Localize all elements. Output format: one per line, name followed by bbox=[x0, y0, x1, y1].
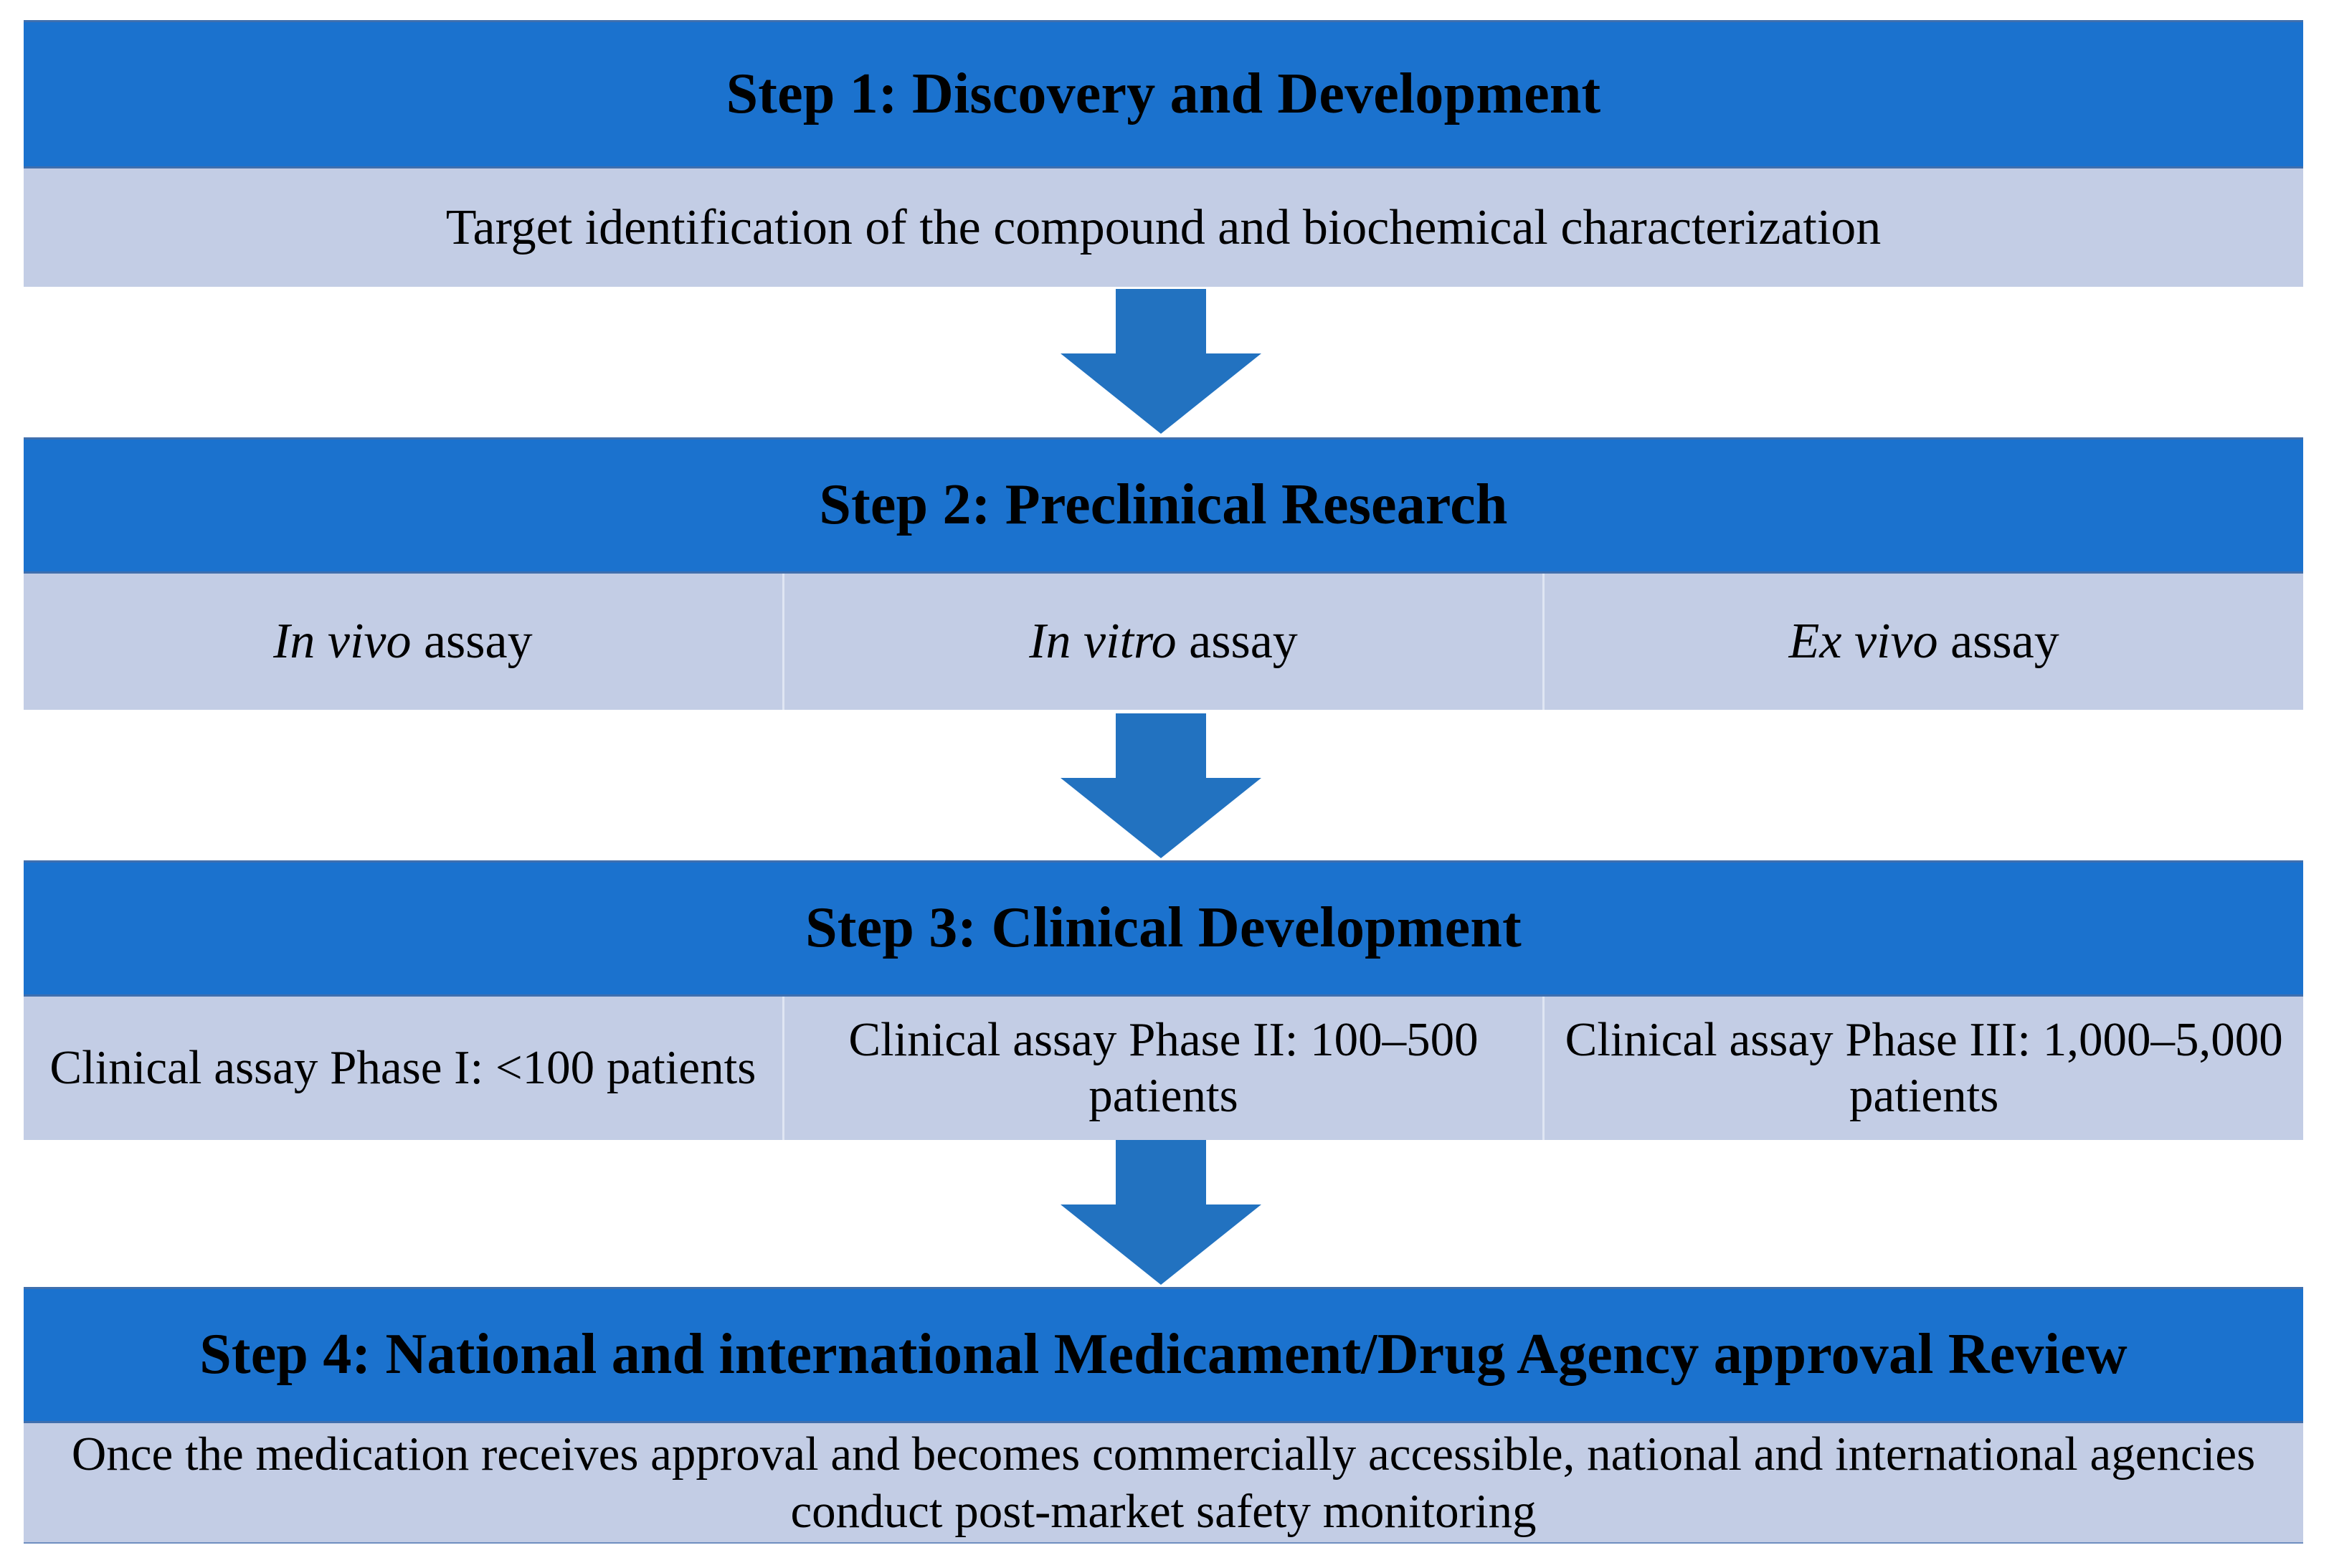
arrow-down-icon-step2-to-step3 bbox=[1061, 713, 1261, 858]
step-3-header: Step 3: Clinical Development bbox=[24, 860, 2303, 997]
arrow-shaft bbox=[1116, 1140, 1206, 1207]
arrow-head bbox=[1061, 353, 1261, 434]
arrow-down-icon-step1-to-step2 bbox=[1061, 289, 1261, 434]
step-2-cell-in-vitro: In vitro assay bbox=[782, 574, 1543, 710]
step-2-header: Step 2: Preclinical Research bbox=[24, 437, 2303, 574]
step-3-cell-phase-3: Clinical assay Phase III: 1,000–5,000 pa… bbox=[1542, 997, 2303, 1140]
in-vivo-term: In vivo bbox=[273, 614, 412, 670]
step-4-header: Step 4: National and international Medic… bbox=[24, 1287, 2303, 1423]
arrow-down-icon-step3-to-step4 bbox=[1061, 1140, 1261, 1285]
in-vivo-suffix: assay bbox=[411, 614, 533, 670]
step-4-description: Once the medication receives approval an… bbox=[71, 1427, 2256, 1538]
step-1-block: Step 1: Discovery and Development Target… bbox=[24, 20, 2303, 287]
ex-vivo-term: Ex vivo bbox=[1788, 614, 1938, 670]
step-2-cell-ex-vivo: Ex vivo assay bbox=[1542, 574, 2303, 710]
step-2-block: Step 2: Preclinical Research In vivo ass… bbox=[24, 437, 2303, 710]
arrow-head bbox=[1061, 778, 1261, 858]
step-3-cell-phase-1: Clinical assay Phase I: <100 patients bbox=[49, 1041, 756, 1095]
in-vitro-suffix: assay bbox=[1176, 614, 1298, 670]
step-1-header: Step 1: Discovery and Development bbox=[24, 20, 2303, 168]
step-4-block: Step 4: National and international Medic… bbox=[24, 1287, 2303, 1544]
arrow-shaft bbox=[1116, 713, 1206, 780]
step-3-body: Clinical assay Phase I: <100 patients Cl… bbox=[24, 997, 2303, 1140]
step-1-body: Target identification of the compound an… bbox=[24, 168, 2303, 287]
step-2-cell-in-vivo: In vivo assay bbox=[24, 574, 782, 710]
arrow-shaft bbox=[1116, 289, 1206, 356]
step-2-body: In vivo assay In vitro assay Ex vivo ass… bbox=[24, 574, 2303, 710]
step-3-block: Step 3: Clinical Development Clinical as… bbox=[24, 860, 2303, 1140]
step-4-body: Once the medication receives approval an… bbox=[24, 1423, 2303, 1544]
arrow-head bbox=[1061, 1204, 1261, 1285]
step-3-cell-phase-2: Clinical assay Phase II: 100–500 patient… bbox=[782, 997, 1543, 1140]
ex-vivo-suffix: assay bbox=[1937, 614, 2059, 670]
in-vitro-term: In vitro bbox=[1029, 614, 1177, 670]
step-1-description: Target identification of the compound an… bbox=[445, 199, 1882, 255]
